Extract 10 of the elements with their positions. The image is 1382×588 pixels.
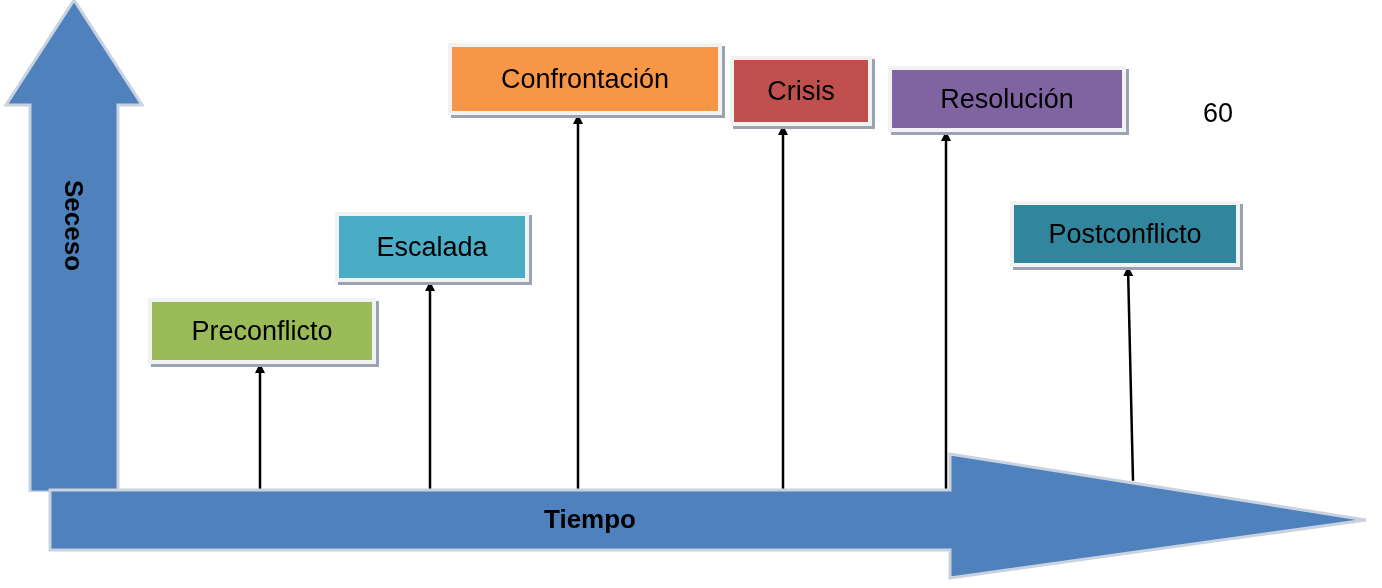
stage-box: Preconflicto	[148, 298, 376, 364]
stage-box: Escalada	[335, 212, 529, 282]
page-number: 60	[1203, 98, 1234, 129]
axis-label: Tiempo	[544, 504, 636, 535]
stage-box: Confrontación	[448, 43, 722, 115]
vertical-arrow	[4, 0, 144, 492]
stage-box: Resolución	[888, 66, 1126, 132]
axis-label: Seceso	[58, 180, 89, 272]
stage-box: Crisis	[730, 56, 872, 126]
stage-box: Postconflicto	[1010, 201, 1240, 267]
